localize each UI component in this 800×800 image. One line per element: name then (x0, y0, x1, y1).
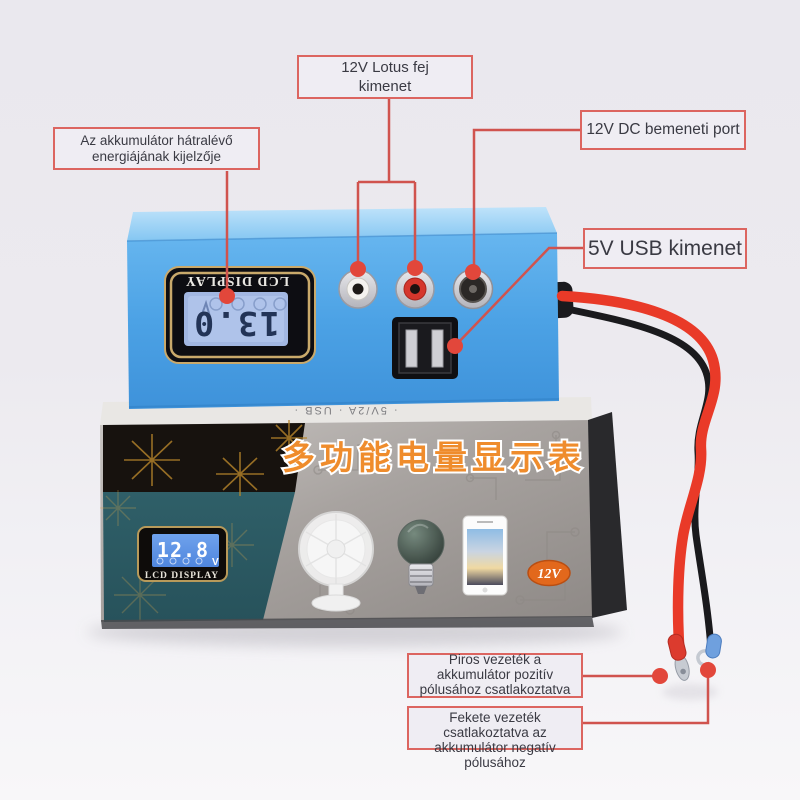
firework-pattern (124, 420, 307, 496)
packaging-box: · 5V/2A · USB · (100, 397, 627, 629)
snowflake-pattern (100, 490, 254, 621)
callout-dots (219, 260, 716, 684)
callout-black-wire: Fekete vezeték csatlakoztatva az akkumul… (407, 706, 583, 770)
rca-port-red (395, 269, 435, 309)
box-top-edge-text: · 5V/2A · USB · (292, 404, 397, 416)
box-bottom-edge (101, 616, 594, 629)
rca-port-white (338, 269, 378, 309)
box-panel-black (103, 423, 305, 492)
voltage-badge-text: 12V (537, 567, 562, 582)
callout-dc-input: 12V DC bemeneti port (580, 110, 746, 150)
line-to-rca (356, 99, 417, 266)
blue-terminal (696, 633, 722, 667)
callout-battery-display: Az akkumulátor hátralévő energiájának ki… (53, 127, 260, 170)
lcd-display: LCD DISPLAY 13.0 (164, 266, 316, 364)
terminal-shadow (662, 684, 718, 700)
battery-meter-device: LCD DISPLAY 13.0 (126, 207, 574, 409)
lcd-reading-text: 13.0 (192, 304, 279, 343)
box-lcd-brand: LCD DISPLAY (145, 571, 219, 581)
device-bottom-seam (128, 398, 560, 408)
callout-red-wire: Piros vezeték a akkumulátor pozitív pólu… (407, 652, 583, 698)
callout-usb-output: 5V USB kimenet (583, 228, 747, 269)
lcd-battery-icons (199, 297, 287, 321)
voltage-badge: 12V (527, 559, 571, 587)
box-right-face (588, 412, 627, 618)
wire-red (556, 290, 721, 649)
line-to-dc (472, 128, 580, 270)
lcd-brand-text: LCD DISPLAY (185, 273, 289, 288)
line-to-usb (454, 246, 583, 347)
lightbulb-image (397, 519, 445, 594)
usb-port (392, 317, 458, 379)
phone-image (462, 515, 508, 596)
callout-lotus-output: 12V Lotus fej kimenet (297, 55, 473, 99)
device-top-face (127, 207, 557, 241)
fan-image (298, 511, 374, 612)
callout-lines (225, 99, 710, 725)
box-title: 多功能电量显示表 (282, 439, 586, 476)
box-lcd-graphic: 12.8 V LCD DISPLAY (137, 526, 228, 582)
red-terminal (667, 633, 690, 681)
line-to-black-wire (583, 674, 710, 725)
device-edge-seam (126, 232, 558, 242)
box-lcd-unit: V (212, 557, 219, 568)
